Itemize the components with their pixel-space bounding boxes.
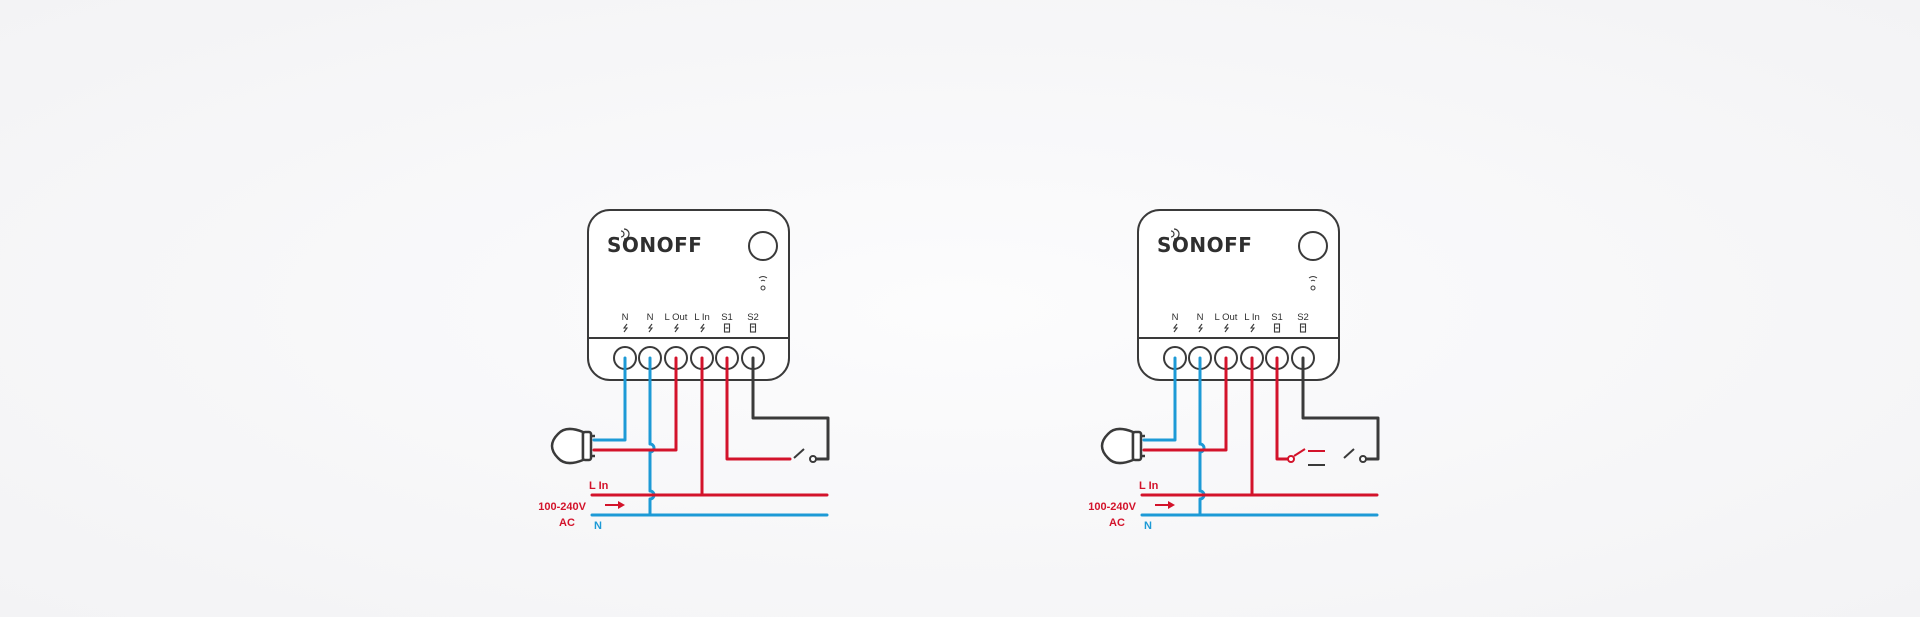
terminal-label-lin: L In bbox=[1244, 312, 1260, 323]
live-label: L In bbox=[589, 480, 609, 492]
current-arrow-icon bbox=[605, 501, 625, 509]
pairing-button bbox=[748, 231, 778, 261]
neutral-wire-lamp bbox=[1142, 356, 1177, 442]
bolt-icon bbox=[673, 323, 680, 333]
switch-terminal-icon bbox=[1273, 323, 1281, 333]
wifi-signal-icon bbox=[620, 228, 630, 240]
neutral-wire-lamp bbox=[592, 356, 627, 442]
terminal-label-s2: S2 bbox=[747, 312, 759, 323]
terminal-label-n1: N bbox=[1172, 312, 1179, 323]
switch-icon bbox=[793, 448, 817, 463]
neutral-label: N bbox=[594, 520, 602, 532]
neutral-wire-supply bbox=[648, 356, 656, 517]
wifi-led-icon bbox=[1308, 276, 1318, 291]
terminal-label-lout: L Out bbox=[1215, 312, 1238, 323]
bolt-icon bbox=[699, 323, 706, 333]
brand-logo: SONOFF bbox=[607, 233, 702, 257]
ac-label: AC bbox=[559, 517, 575, 529]
two-way-switch-icon bbox=[1287, 448, 1367, 466]
bolt-icon bbox=[1197, 323, 1204, 333]
diagram-two-way-switch: SONOFF N N L Out L In S1 S2 bbox=[1088, 209, 1380, 532]
neutral-wire-supply bbox=[1198, 356, 1206, 517]
terminal-label-n1: N bbox=[622, 312, 629, 323]
bulb-icon bbox=[1100, 427, 1145, 465]
switch-wire-s2 bbox=[751, 356, 830, 461]
bolt-icon bbox=[1249, 323, 1256, 333]
terminal-label-s2: S2 bbox=[1297, 312, 1309, 323]
terminal-label-n2: N bbox=[647, 312, 654, 323]
voltage-label: 100-240V bbox=[1088, 501, 1136, 513]
terminal-symbols bbox=[622, 323, 757, 333]
live-wire-lamp bbox=[1142, 356, 1228, 452]
bulb-icon bbox=[550, 427, 595, 465]
diagram-single-switch: SONOFF N N L Out L In S1 S2 bbox=[538, 209, 830, 532]
terminal-label-lout: L Out bbox=[665, 312, 688, 323]
wifi-led-icon bbox=[758, 276, 768, 291]
switch-wire-s1 bbox=[725, 356, 792, 461]
terminal-label-s1: S1 bbox=[721, 312, 733, 323]
switch-terminal-icon bbox=[749, 323, 757, 333]
ac-label: AC bbox=[1109, 517, 1125, 529]
bolt-icon bbox=[1223, 323, 1230, 333]
switch-wire-s1 bbox=[1275, 356, 1291, 461]
neutral-label: N bbox=[1144, 520, 1152, 532]
switch-wire-s2 bbox=[1301, 356, 1380, 461]
bolt-icon bbox=[1172, 323, 1179, 333]
bolt-icon bbox=[647, 323, 654, 333]
bolt-icon bbox=[622, 323, 629, 333]
live-wire-lamp bbox=[592, 356, 678, 452]
brand-logo: SONOFF bbox=[1157, 233, 1252, 257]
terminal-label-n2: N bbox=[1197, 312, 1204, 323]
pairing-button bbox=[1298, 231, 1328, 261]
terminal-label-lin: L In bbox=[694, 312, 710, 323]
voltage-label: 100-240V bbox=[538, 501, 586, 513]
terminal-symbols bbox=[1172, 323, 1307, 333]
live-label: L In bbox=[1139, 480, 1159, 492]
terminal-label-s1: S1 bbox=[1271, 312, 1283, 323]
current-arrow-icon bbox=[1155, 501, 1175, 509]
switch-terminal-icon bbox=[723, 323, 731, 333]
switch-terminal-icon bbox=[1299, 323, 1307, 333]
wifi-signal-icon bbox=[1170, 228, 1180, 240]
